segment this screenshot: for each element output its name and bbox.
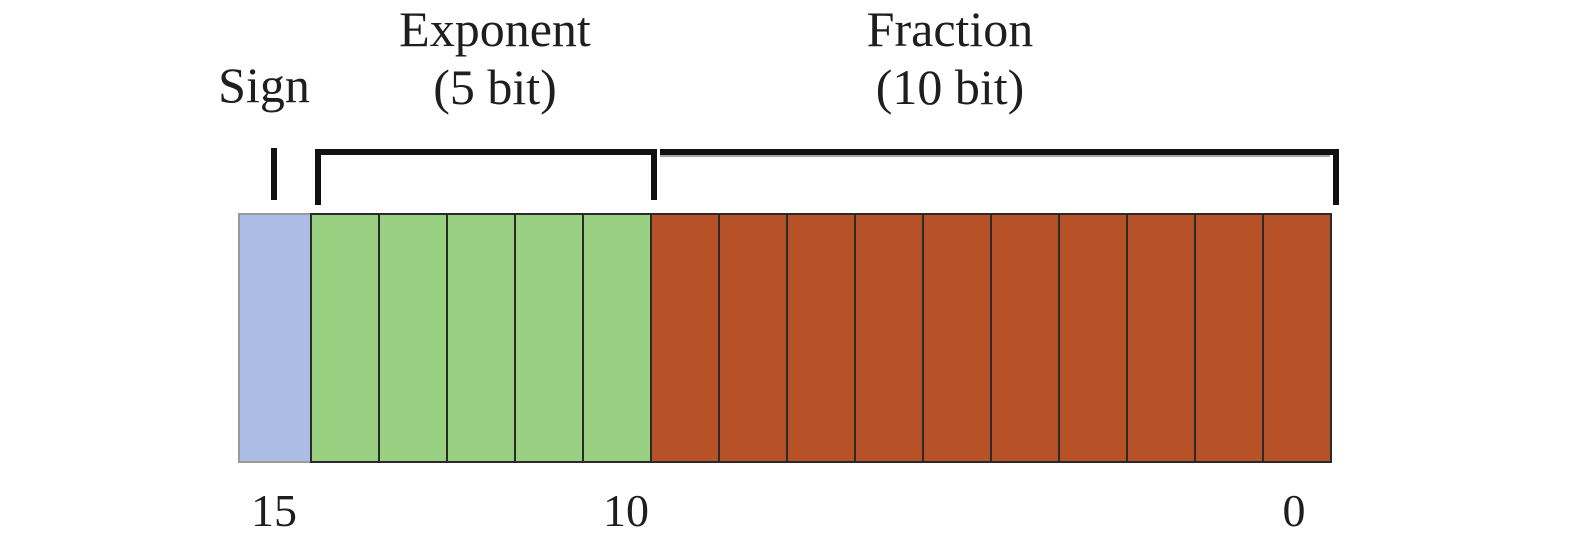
exponent-bit-cell	[310, 213, 380, 463]
bit-index-0: 0	[1282, 485, 1306, 536]
exponent-label: Exponent (5 bit)	[370, 0, 620, 116]
fraction-bit-cell	[1194, 213, 1264, 463]
fraction-bit-cell	[718, 213, 788, 463]
exponent-bit-cell	[514, 213, 584, 463]
sign-title: Sign	[218, 57, 310, 113]
fraction-bit-cell	[650, 213, 720, 463]
sign-bit-cell	[238, 213, 312, 463]
fraction-bit-cell	[1058, 213, 1128, 463]
fraction-title: Fraction	[866, 1, 1034, 57]
fraction-bit-cell	[854, 213, 924, 463]
fraction-bit-cell	[1262, 213, 1332, 463]
bit-index-15: 15	[251, 485, 297, 536]
exponent-title: Exponent	[399, 1, 591, 57]
exponent-bit-cell	[446, 213, 516, 463]
fraction-bit-cell	[786, 213, 856, 463]
fraction-bit-cell	[1126, 213, 1196, 463]
fraction-bit-cell	[922, 213, 992, 463]
fraction-label: Fraction (10 bit)	[800, 0, 1100, 116]
fraction-bracket	[660, 149, 1339, 205]
sign-label: Sign	[204, 56, 324, 114]
exponent-bit-cell	[378, 213, 448, 463]
fraction-size: (10 bit)	[875, 59, 1025, 115]
bit-index-10: 10	[603, 485, 649, 536]
exponent-bit-cell	[582, 213, 652, 463]
fraction-bit-cell	[990, 213, 1060, 463]
exponent-bracket	[315, 149, 657, 205]
bit-field-row	[238, 213, 1342, 463]
exponent-size: (5 bit)	[433, 59, 557, 115]
